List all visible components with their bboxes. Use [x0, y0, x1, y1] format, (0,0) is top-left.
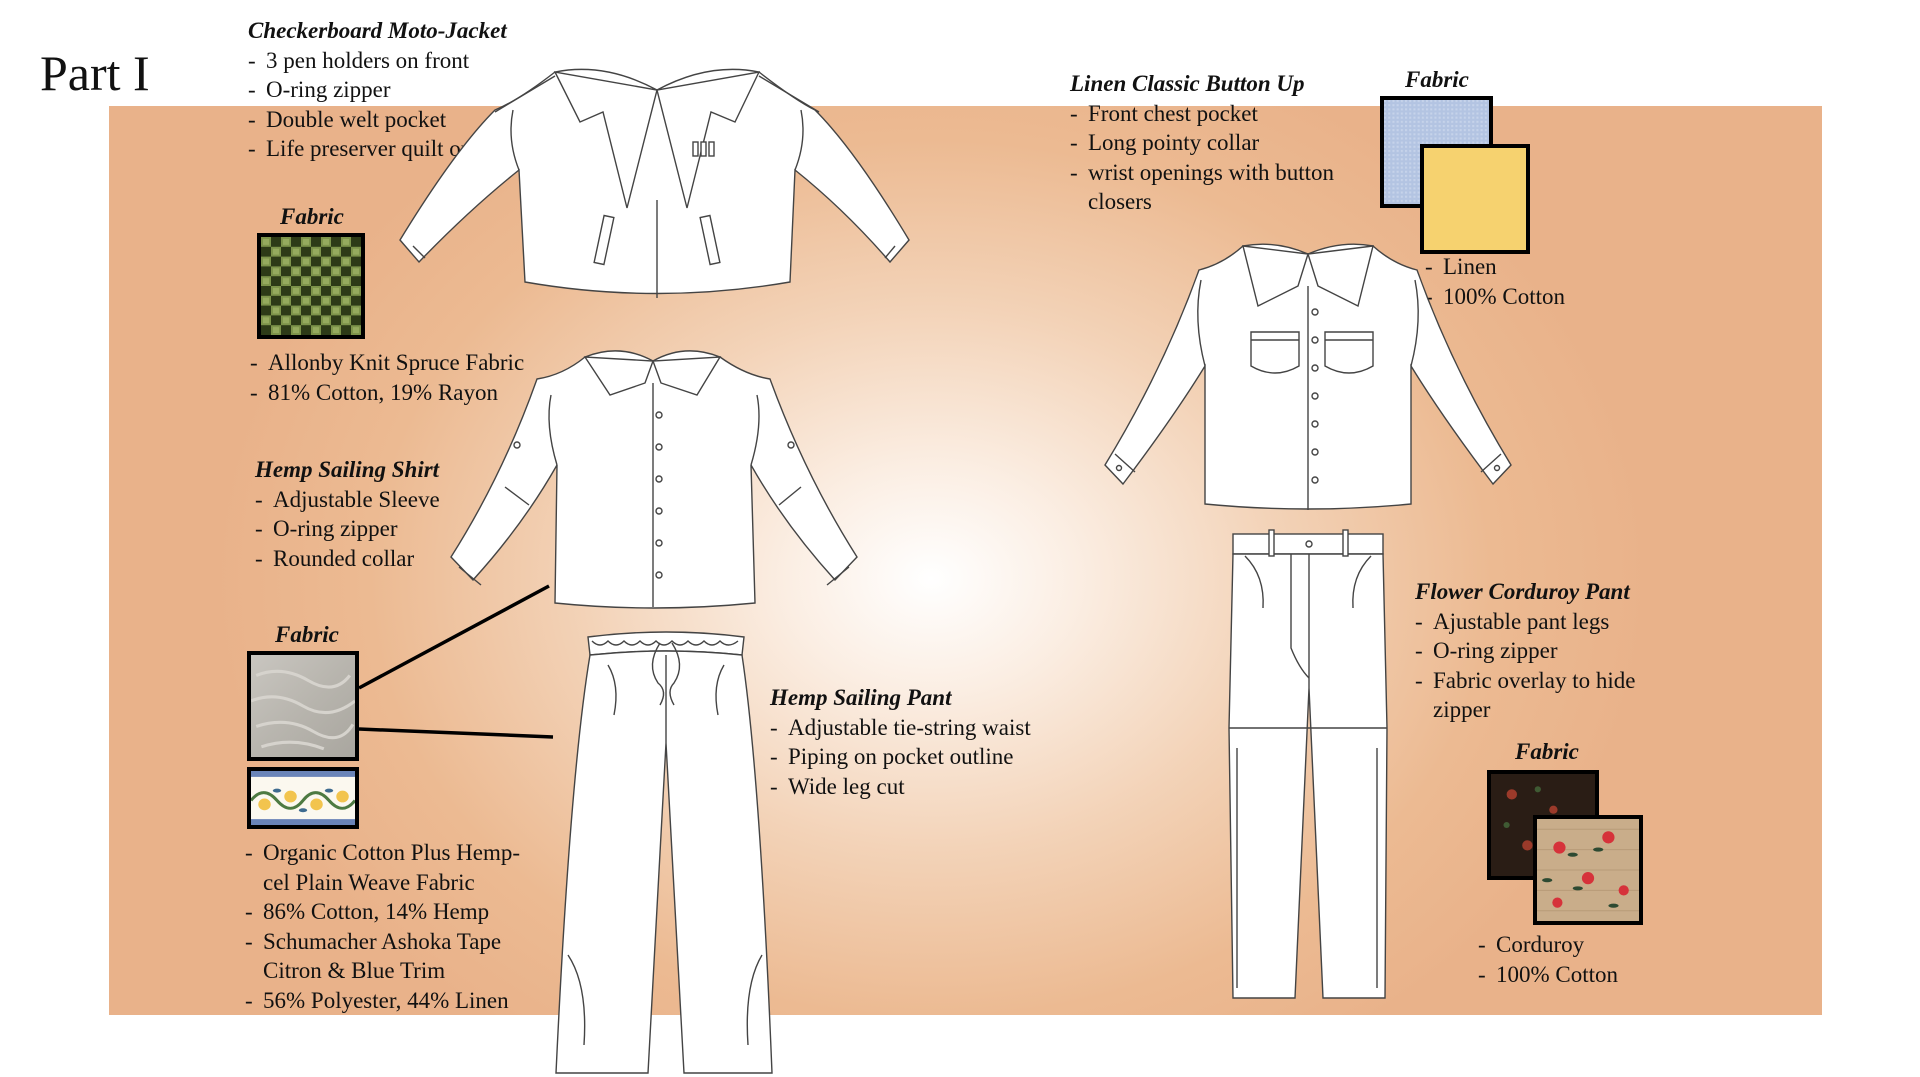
- corduroy-pant-feature-list: Ajustable pant legs O-ring zipper Fabric…: [1415, 607, 1695, 725]
- list-item: Adjustable tie-string waist: [770, 713, 1090, 743]
- sailing-pant-feature-list: Adjustable tie-string waist Piping on po…: [770, 713, 1090, 802]
- list-item: Fabric overlay to hide zipper: [1415, 666, 1695, 725]
- hemp-fabric-list: Organic Cotton Plus Hemp-cel Plain Weave…: [245, 838, 545, 1015]
- corduroy-fabric-details: Corduroy 100% Cotton: [1478, 930, 1678, 989]
- page-title: Part I: [40, 45, 150, 101]
- corduroy-fabric-label: Fabric: [1515, 739, 1579, 764]
- list-item: 56% Polyester, 44% Linen: [245, 986, 545, 1016]
- list-item: 3 pen holders on front: [248, 46, 548, 76]
- button-up-fabric-label: Fabric: [1405, 67, 1469, 92]
- list-item: 100% Cotton: [1425, 282, 1625, 312]
- list-item: wrist openings with button closers: [1070, 158, 1390, 217]
- list-item: Double welt pocket: [248, 105, 548, 135]
- corduroy-pant-description: Flower Corduroy Pant Ajustable pant legs…: [1415, 577, 1695, 725]
- hemp-fabric-label: Fabric: [275, 622, 339, 647]
- list-item: 81% Cotton, 19% Rayon: [250, 378, 570, 408]
- button-up-fabric-details: Linen 100% Cotton: [1425, 252, 1625, 311]
- button-up-title: Linen Classic Button Up: [1070, 71, 1305, 96]
- button-up-fabric-list: Linen 100% Cotton: [1425, 252, 1625, 311]
- list-item: 100% Cotton: [1478, 960, 1678, 990]
- sailing-shirt-description: Hemp Sailing Shirt Adjustable Sleeve O-r…: [255, 455, 505, 573]
- list-item: O-ring zipper: [1415, 636, 1695, 666]
- list-item: Rounded collar: [255, 544, 505, 574]
- sailing-shirt-feature-list: Adjustable Sleeve O-ring zipper Rounded …: [255, 485, 505, 574]
- list-item: Long pointy collar: [1070, 128, 1390, 158]
- button-up-feature-list: Front chest pocket Long pointy collar wr…: [1070, 99, 1390, 217]
- list-item: Allonby Knit Spruce Fabric: [250, 348, 570, 378]
- list-item: Front chest pocket: [1070, 99, 1390, 129]
- jacket-fabric-list: Allonby Knit Spruce Fabric 81% Cotton, 1…: [250, 348, 570, 407]
- jacket-fabric-details: Allonby Knit Spruce Fabric 81% Cotton, 1…: [250, 348, 570, 407]
- list-item: 86% Cotton, 14% Hemp: [245, 897, 545, 927]
- sailing-pant-title: Hemp Sailing Pant: [770, 685, 952, 710]
- list-item: Organic Cotton Plus Hemp-cel Plain Weave…: [245, 838, 545, 897]
- hemp-sailing-pant-drawing: [555, 631, 773, 1074]
- hemp-sailing-shirt-drawing: [450, 350, 858, 609]
- hemp-fabric-swatch: [247, 651, 359, 761]
- corduroy-floral-swatch: [1533, 815, 1643, 925]
- list-item: Wide leg cut: [770, 772, 1090, 802]
- list-item: O-ring zipper: [255, 514, 505, 544]
- linen-button-up-drawing: [1104, 243, 1512, 510]
- flower-corduroy-pant-drawing: [1228, 529, 1388, 999]
- jacket-fabric-label: Fabric: [280, 204, 344, 229]
- ashoka-trim-swatch: [247, 767, 359, 829]
- sailing-pant-description: Hemp Sailing Pant Adjustable tie-string …: [770, 683, 1090, 801]
- button-up-description: Linen Classic Button Up Front chest pock…: [1070, 69, 1390, 217]
- corduroy-fabric-list: Corduroy 100% Cotton: [1478, 930, 1678, 989]
- checkerboard-fabric-swatch: [257, 233, 365, 339]
- list-item: Ajustable pant legs: [1415, 607, 1695, 637]
- jacket-title: Checkerboard Moto-Jacket: [248, 18, 507, 43]
- hemp-fabric-details: Organic Cotton Plus Hemp-cel Plain Weave…: [245, 838, 545, 1015]
- list-item: Piping on pocket outline: [770, 742, 1090, 772]
- linen-yellow-swatch: [1420, 144, 1530, 254]
- list-item: Corduroy: [1478, 930, 1678, 960]
- corduroy-pant-title: Flower Corduroy Pant: [1415, 579, 1630, 604]
- sailing-shirt-title: Hemp Sailing Shirt: [255, 457, 440, 482]
- list-item: Adjustable Sleeve: [255, 485, 505, 515]
- list-item: Schumacher Ashoka Tape Citron & Blue Tri…: [245, 927, 545, 986]
- list-item: O-ring zipper: [248, 75, 548, 105]
- list-item: Linen: [1425, 252, 1625, 282]
- moto-jacket-drawing: [399, 68, 910, 298]
